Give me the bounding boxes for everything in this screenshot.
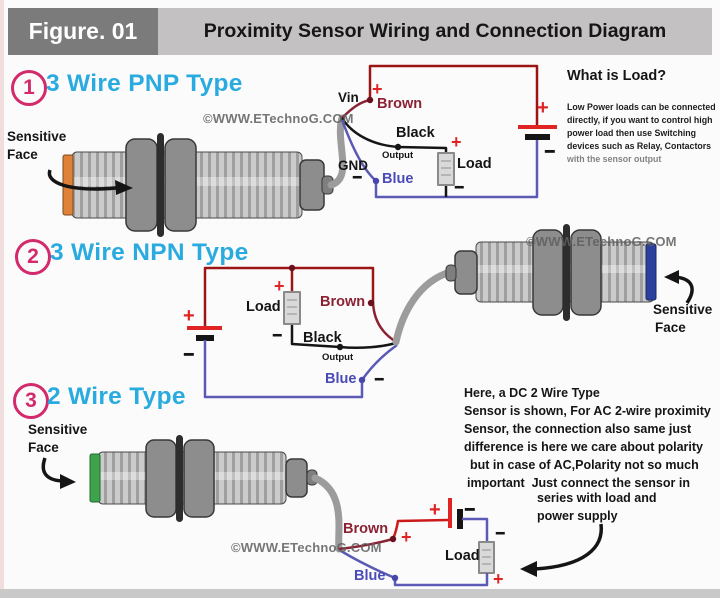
npn-sensor (392, 224, 694, 346)
sensitive-face-label-3a: Sensitive (28, 422, 88, 437)
sensitive-face-label-1a: Sensitive (7, 129, 67, 144)
brown3-plus-sign: + (401, 527, 412, 547)
load1-label: Load (457, 156, 492, 172)
two-wire-note-line: Here, a DC 2 Wire Type (464, 386, 600, 400)
section-3-badge: 3 (13, 383, 49, 419)
figure-badge: Figure. 01 (8, 8, 158, 55)
load1-minus-sign: − (454, 174, 465, 200)
wire-label-brown-2: Brown (320, 294, 366, 310)
section-2-badge: 2 (15, 239, 51, 275)
battery3-plus-sign: + (429, 499, 441, 521)
what-is-load-line: with the sensor output (567, 154, 662, 164)
wire-label-output-1: Output (382, 150, 414, 161)
two-wire-sensor (89, 435, 343, 553)
what-is-load-line: Low Power loads can be connected (567, 102, 716, 112)
battery1-minus-sign: − (544, 137, 556, 167)
load2-plus-sign: + (274, 276, 285, 296)
npn-blue-wire (360, 343, 398, 381)
wire-label-brown-1: Brown (377, 96, 423, 112)
page-bottom-border (0, 589, 720, 598)
gnd-minus-sign: − (352, 164, 363, 190)
two-wire-circuit (41, 457, 603, 587)
pnp-negative-rail (374, 139, 539, 199)
sensitive-face-label-2a: Sensitive (653, 302, 713, 317)
section-1-title: 3 Wire PNP Type (46, 70, 243, 97)
wire-label-vin: Vin (338, 90, 359, 105)
npn-negative-rail (203, 340, 364, 399)
watermark-2: ©WWW.ETechnoG.COM (526, 234, 677, 249)
two-wire-note-line: Sensor, the connection also same just (464, 422, 692, 436)
two-wire-brown-wire (338, 537, 394, 551)
wire-label-black-1: Black (396, 125, 435, 141)
npn-sensitive-face (645, 243, 657, 301)
pnp-positive-rail (368, 64, 539, 125)
what-is-load-line: directly, if you want to control high (567, 115, 713, 125)
vin-plus-sign: + (372, 79, 383, 99)
pnp-circuit (47, 64, 557, 199)
load2-minus-sign: − (272, 322, 283, 348)
sensitive-face-label-3b: Face (28, 440, 59, 455)
wire-label-blue-1: Blue (382, 171, 414, 187)
wire-label-blue-3: Blue (354, 568, 386, 584)
wire-label-output-2: Output (322, 352, 354, 363)
watermark-1: ©WWW.ETechnoG.COM (203, 111, 354, 126)
watermark-3: ©WWW.ETechnoG.COM (231, 540, 382, 555)
wire-label-black-2: Black (303, 330, 342, 346)
two-wire-note-line: difference is here we care about polarit… (464, 440, 703, 454)
two-wire-blue-rail (393, 573, 489, 587)
two-wire-note-line: series with load and (537, 491, 657, 505)
two-wire-sensitive-face (89, 453, 101, 503)
two-wire-note-line: Sensor is shown, For AC 2-wire proximity (464, 404, 711, 418)
section-3-title: 2 Wire Type (47, 383, 186, 410)
two-wire-note-line: but in case of AC,Polarity not so much (470, 458, 699, 472)
load1-plus-sign: + (451, 132, 462, 152)
what-is-load-line: power load then use Switching (567, 128, 697, 138)
battery3-minus-sign: − (464, 495, 476, 525)
wire-label-brown-3: Brown (343, 521, 389, 537)
load3-label: Load (445, 548, 480, 564)
two-wire-note-line: power supply (537, 509, 618, 523)
pnp-sensor (62, 114, 347, 237)
page-left-border (0, 0, 4, 598)
section-1-badge: 1 (11, 70, 47, 106)
what-is-load-line: devices such as Relay, Contactors (567, 141, 712, 151)
npn-cable (392, 268, 454, 346)
npn-circuit (187, 264, 399, 399)
two-wire-cable (311, 474, 343, 553)
load3-plus-sign: + (493, 569, 504, 589)
diagram-title: Proximity Sensor Wiring and Connection D… (203, 20, 667, 42)
note-arrow (534, 523, 603, 571)
wire-label-blue-2: Blue (325, 371, 357, 387)
sensitive-face-arrow-1 (47, 169, 117, 191)
section-2-title: 3 Wire NPN Type (50, 239, 249, 266)
wire-label-gnd: GND (338, 158, 368, 173)
two-wire-blue-wire (340, 549, 396, 580)
pnp-blue-wire (340, 119, 377, 182)
sensitive-face-arrow-3 (41, 457, 63, 483)
what-is-load-heading: What is Load? (567, 68, 667, 84)
battery1-plus-sign: + (537, 97, 549, 119)
load3-minus-sign: − (495, 520, 506, 546)
sensitive-face-label-1b: Face (7, 147, 38, 162)
pnp-cable (327, 114, 347, 189)
battery2-minus-sign: − (183, 340, 195, 370)
load2-label: Load (246, 299, 281, 315)
battery2-plus-sign: + (183, 305, 195, 327)
two-wire-note-line: important Just connect the sensor in (467, 476, 690, 490)
sensitive-face-label-2b: Face (655, 320, 686, 335)
blue2-minus-sign: − (374, 366, 385, 392)
